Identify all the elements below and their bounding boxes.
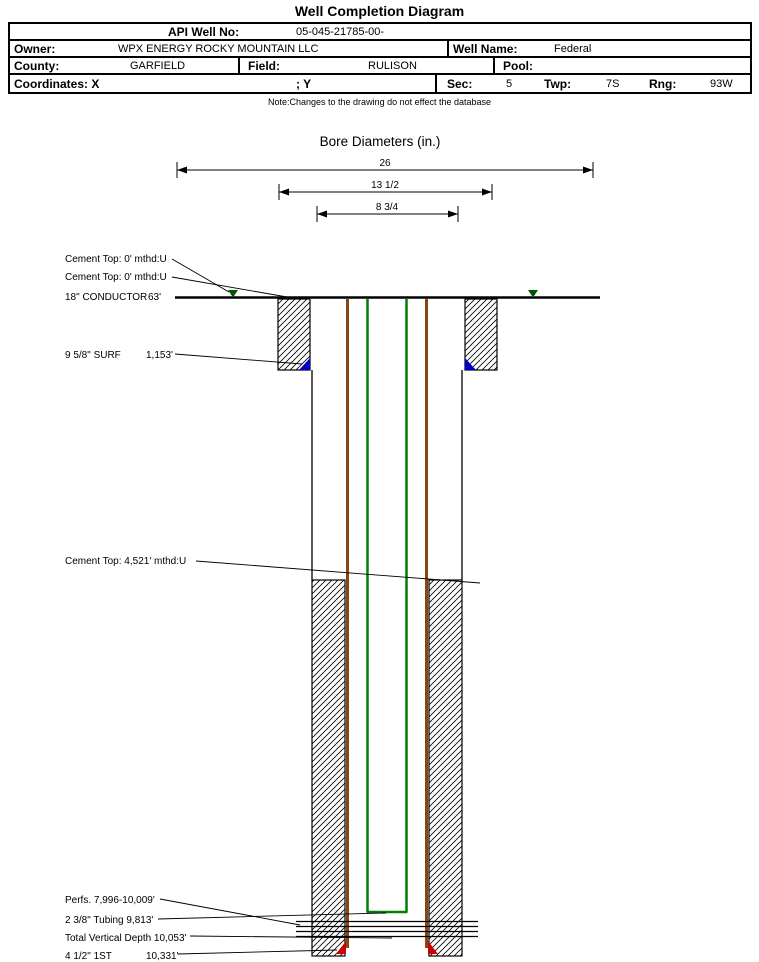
api-spacer (10, 24, 168, 39)
annotation-conductor: 18" CONDUCTOR (65, 292, 147, 303)
surface-cement-right (464, 298, 498, 371)
leader-cement-top-c (195, 560, 481, 584)
county-row: County: GARFIELD Field: RULISON Pool: (10, 58, 750, 75)
field-value: RULISON (368, 59, 417, 72)
annotation-production-casing-depth: 10,331' (146, 951, 179, 962)
api-row: API Well No: 05-045-21785-00- (10, 24, 750, 41)
leader-tvd (189, 935, 393, 939)
sec-value: 5 (506, 77, 513, 90)
bore-dim-13-5: 13 1/2 (278, 180, 493, 200)
annotation-tvd: Total Vertical Depth 10,053' (65, 933, 187, 944)
production-cement-right (428, 579, 463, 957)
dim-arrow-right (583, 166, 593, 174)
surface-cement-left (277, 298, 311, 371)
annotation-cement-top-a: Cement Top: 0' mthd:U (65, 254, 167, 265)
dim-arrow-right (482, 188, 492, 196)
leader-surf-casing (174, 353, 303, 365)
annotation-perfs: Perfs. 7,996-10,009' (65, 895, 155, 906)
annotation-tubing: 2 3/8" Tubing 9,813' (65, 915, 153, 926)
rng-value: 93W (710, 77, 733, 90)
twp-value: 7S (606, 77, 620, 90)
cement-top-marker-left (228, 290, 238, 298)
pool-label: Pool: (493, 58, 573, 73)
page-title: Well Completion Diagram (294, 3, 465, 19)
field-label: Field: (238, 58, 338, 73)
production-shoe-left (336, 941, 346, 954)
coordinates-label: Coordinates: X (14, 76, 100, 91)
cement-top-marker-right (528, 290, 538, 298)
well-name-value: Federal (554, 42, 592, 55)
surface-shoe-right (465, 358, 476, 370)
annotation-conductor-depth: 63' (148, 292, 161, 303)
coordinates-row: Coordinates: X ; Y Sec: 5 Twp: 7S Rng: 9… (10, 75, 750, 92)
owner-row: Owner: WPX ENERGY ROCKY MOUNTAIN LLC Wel… (10, 41, 750, 58)
well-info-table: API Well No: 05-045-21785-00- Owner: WPX… (8, 22, 752, 94)
leader-cement-top-b (171, 276, 288, 298)
database-note: Note:Changes to the drawing do not effec… (268, 97, 491, 107)
leader-lines (157, 258, 481, 955)
perforation-lines (296, 920, 478, 938)
county-value: GARFIELD (130, 59, 186, 72)
annotation-cement-top-b: Cement Top: 0' mthd:U (65, 272, 167, 283)
county-label: County: (14, 58, 60, 73)
dim-label-26: 26 (379, 158, 391, 169)
sec-label: Sec: (435, 75, 498, 92)
dim-arrow-left (177, 166, 187, 174)
twp-label: Twp: (544, 76, 572, 91)
bore-dim-8-75: 8 3/4 (316, 202, 459, 222)
annotation-cement-top-c: Cement Top: 4,521' mthd:U (65, 556, 186, 567)
bore-dim-26: 26 (176, 158, 594, 178)
leader-cement-top-a (171, 258, 230, 293)
leader-production-casing (177, 949, 338, 955)
annotation-production-casing: 4 1/2" 1ST (65, 951, 112, 962)
owner-label: Owner: (14, 41, 56, 56)
dim-label-13-5: 13 1/2 (371, 180, 399, 191)
annotation-surf-casing: 9 5/8" SURF (65, 350, 121, 361)
well-name-label: Well Name: (447, 41, 542, 56)
dim-arrow-left (317, 210, 327, 218)
rng-label: Rng: (649, 76, 677, 91)
dim-label-8-75: 8 3/4 (376, 202, 399, 213)
api-value: 05-045-21785-00- (296, 25, 385, 38)
production-shoe-right (428, 941, 438, 954)
pool-value (573, 58, 750, 73)
api-label: API Well No: (168, 24, 240, 39)
bore-diameters-title: Bore Diameters (in.) (320, 134, 441, 149)
dim-arrow-right (448, 210, 458, 218)
leader-perfs (159, 898, 301, 926)
production-cement-left (311, 579, 346, 957)
dim-arrow-left (279, 188, 289, 196)
annotation-surf-depth: 1,153' (146, 350, 173, 361)
coordinates-y-label: ; Y (296, 76, 312, 91)
surface-shoe-left (299, 358, 310, 370)
owner-value: WPX ENERGY ROCKY MOUNTAIN LLC (118, 42, 319, 55)
leader-tubing (157, 912, 387, 920)
